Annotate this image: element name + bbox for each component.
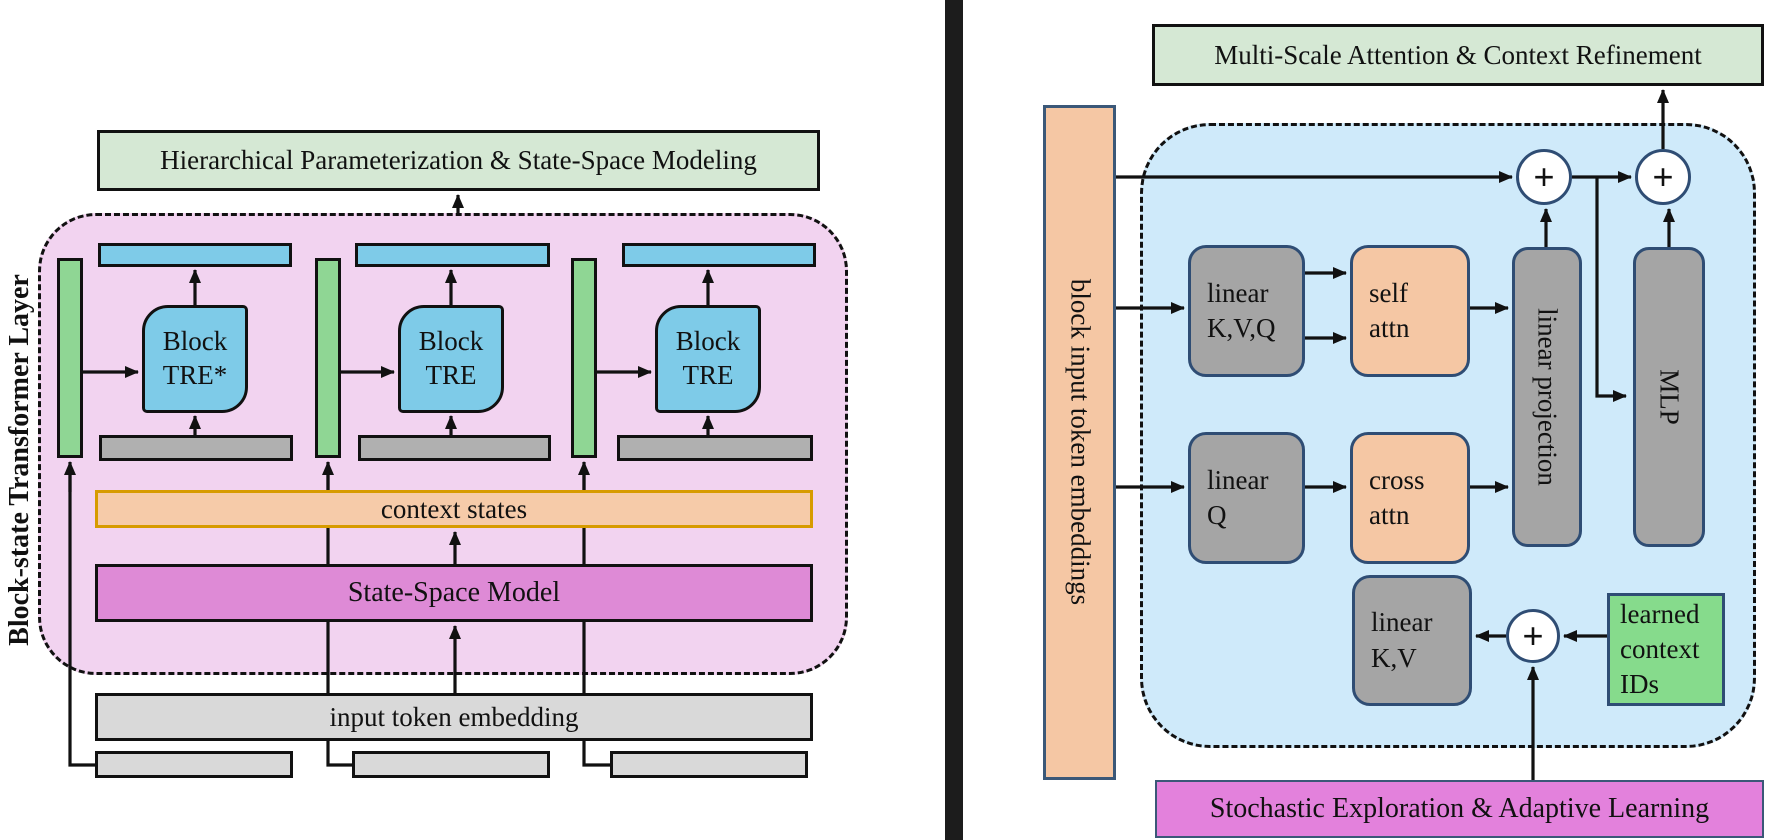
- linear-kv-line1: linear: [1371, 607, 1433, 638]
- mlp-label: MLP: [1654, 369, 1685, 425]
- residual-add-circle-2: +: [1635, 149, 1691, 205]
- token-block-bar-2: [352, 751, 550, 778]
- token-block-bar-1: [95, 751, 293, 778]
- state-bar-2: [315, 258, 341, 458]
- linear-q-line2: Q: [1207, 500, 1227, 530]
- stochastic-exploration-bar: Stochastic Exploration & Adaptive Learni…: [1155, 780, 1764, 838]
- block-tre-label-line1: Block: [418, 326, 484, 357]
- learned-ids-line2: context: [1620, 633, 1700, 664]
- hierarchical-parameterization-title: Hierarchical Parameterization & State-Sp…: [97, 130, 820, 191]
- block-tre-label-line2: TRE: [425, 360, 477, 390]
- block-tre-label-line1: Block: [675, 326, 741, 357]
- token-block-bar-3: [610, 751, 808, 778]
- linear-kvq-line2: K,V,Q: [1207, 313, 1276, 343]
- context-states-bar: context states: [95, 490, 813, 528]
- linear-kv-box: linear K,V: [1352, 575, 1472, 706]
- state-bar-3: [571, 258, 597, 458]
- self-attn-line2: attn: [1369, 313, 1410, 343]
- linear-projection-box: [1512, 247, 1582, 547]
- multi-scale-attention-title: Multi-Scale Attention & Context Refineme…: [1152, 24, 1764, 86]
- input-token-embedding-bar: input token embedding: [95, 693, 813, 741]
- linear-projection-label: linear projection: [1532, 308, 1563, 486]
- block-tre-label-line1: Block: [162, 326, 228, 357]
- block-tre-label-line2: TRE*: [162, 360, 228, 390]
- left-side-rotated-label: Block-state Transformer Layer: [4, 274, 35, 646]
- linear-kvq-line1: linear: [1207, 277, 1269, 308]
- block-tre-box-3: Block TRE: [655, 305, 761, 413]
- block-tre-label-line2: TRE: [682, 360, 734, 390]
- linear-kvq-box: linear K,V,Q: [1188, 245, 1305, 377]
- block-tre-box-2: Block TRE: [398, 305, 504, 413]
- state-space-model-bar: State-Space Model: [95, 564, 813, 622]
- block-embedding-bar-1: [99, 435, 293, 461]
- residual-add-circle-1: +: [1516, 149, 1572, 205]
- cross-attn-line2: attn: [1369, 500, 1410, 530]
- linear-kv-line2: K,V: [1371, 642, 1417, 673]
- learned-ids-line3: IDs: [1620, 669, 1659, 700]
- cross-attn-line1: cross: [1369, 464, 1425, 495]
- block-input-token-embeddings-bar: [1043, 105, 1116, 780]
- learned-context-ids-box: learned context IDs: [1607, 593, 1725, 706]
- block-embedding-bar-3: [617, 435, 813, 461]
- mlp-box: [1633, 247, 1705, 547]
- self-attn-line1: self: [1369, 277, 1408, 308]
- output-bar-1: [98, 243, 292, 267]
- output-bar-2: [355, 243, 550, 267]
- output-bar-3: [622, 243, 816, 267]
- cross-attn-box: cross attn: [1350, 432, 1470, 564]
- panel-divider-bar: [945, 0, 963, 840]
- state-bar-1: [57, 258, 83, 458]
- block-embedding-bar-2: [358, 435, 551, 461]
- learned-ids-line1: learned: [1620, 598, 1700, 629]
- block-tre-box-1: Block TRE*: [142, 305, 248, 413]
- linear-q-line1: linear: [1207, 464, 1269, 495]
- linear-q-box: linear Q: [1188, 432, 1305, 564]
- block-input-token-embeddings-label: block input token embeddings: [1065, 278, 1096, 606]
- context-add-circle: +: [1506, 609, 1560, 663]
- self-attn-box: self attn: [1350, 245, 1470, 377]
